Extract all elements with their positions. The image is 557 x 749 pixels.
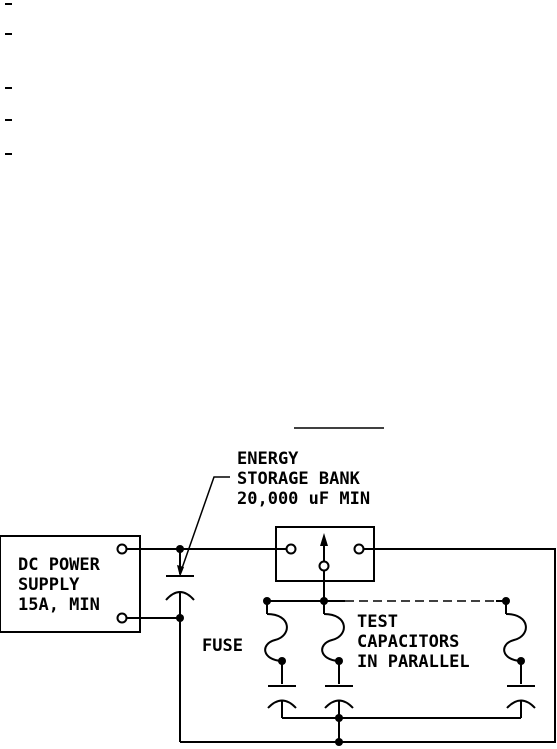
energy-label-2: STORAGE BANK [237, 469, 361, 489]
margin-ticks [5, 3, 12, 155]
power-supply-label-1: DC POWER [18, 555, 101, 575]
fuse-label: FUSE [202, 636, 243, 656]
fuse-bus [263, 597, 510, 605]
test-caps-label-2: CAPACITORS [357, 632, 459, 652]
energy-storage-label: ENERGY STORAGE BANK 20,000 uF MIN [237, 449, 370, 509]
energy-label-3: 20,000 uF MIN [237, 489, 370, 509]
dc-power-supply: DC POWER SUPPLY 15A, MIN [0, 535, 141, 633]
power-supply-label-3: 15A, MIN [18, 595, 100, 615]
leader-arrow [177, 476, 230, 577]
fuse-2 [321, 613, 345, 662]
power-supply-label-2: SUPPLY [18, 575, 80, 595]
capacitor-return-bus [282, 714, 521, 746]
switch-common-terminal [318, 560, 330, 572]
branch-1 [264, 601, 297, 718]
energy-storage-capacitor [165, 545, 195, 742]
switch-left-terminal [285, 543, 297, 555]
branch-3 [503, 601, 536, 718]
test-caps-label-3: IN PARALLEL [357, 652, 470, 672]
branch-2 [321, 601, 354, 742]
switch-right-terminal [353, 543, 365, 555]
supply-negative-terminal [116, 612, 128, 624]
right-loop-wire [180, 548, 556, 743]
switch-box [275, 526, 375, 582]
fuse-3 [503, 613, 527, 662]
test-caps-label-1: TEST [357, 612, 398, 632]
energy-label-1: ENERGY [237, 449, 299, 469]
test-capacitors-label: TEST CAPACITORS IN PARALLEL [357, 612, 470, 672]
fuse-1 [264, 613, 288, 662]
supply-positive-terminal [116, 543, 128, 555]
